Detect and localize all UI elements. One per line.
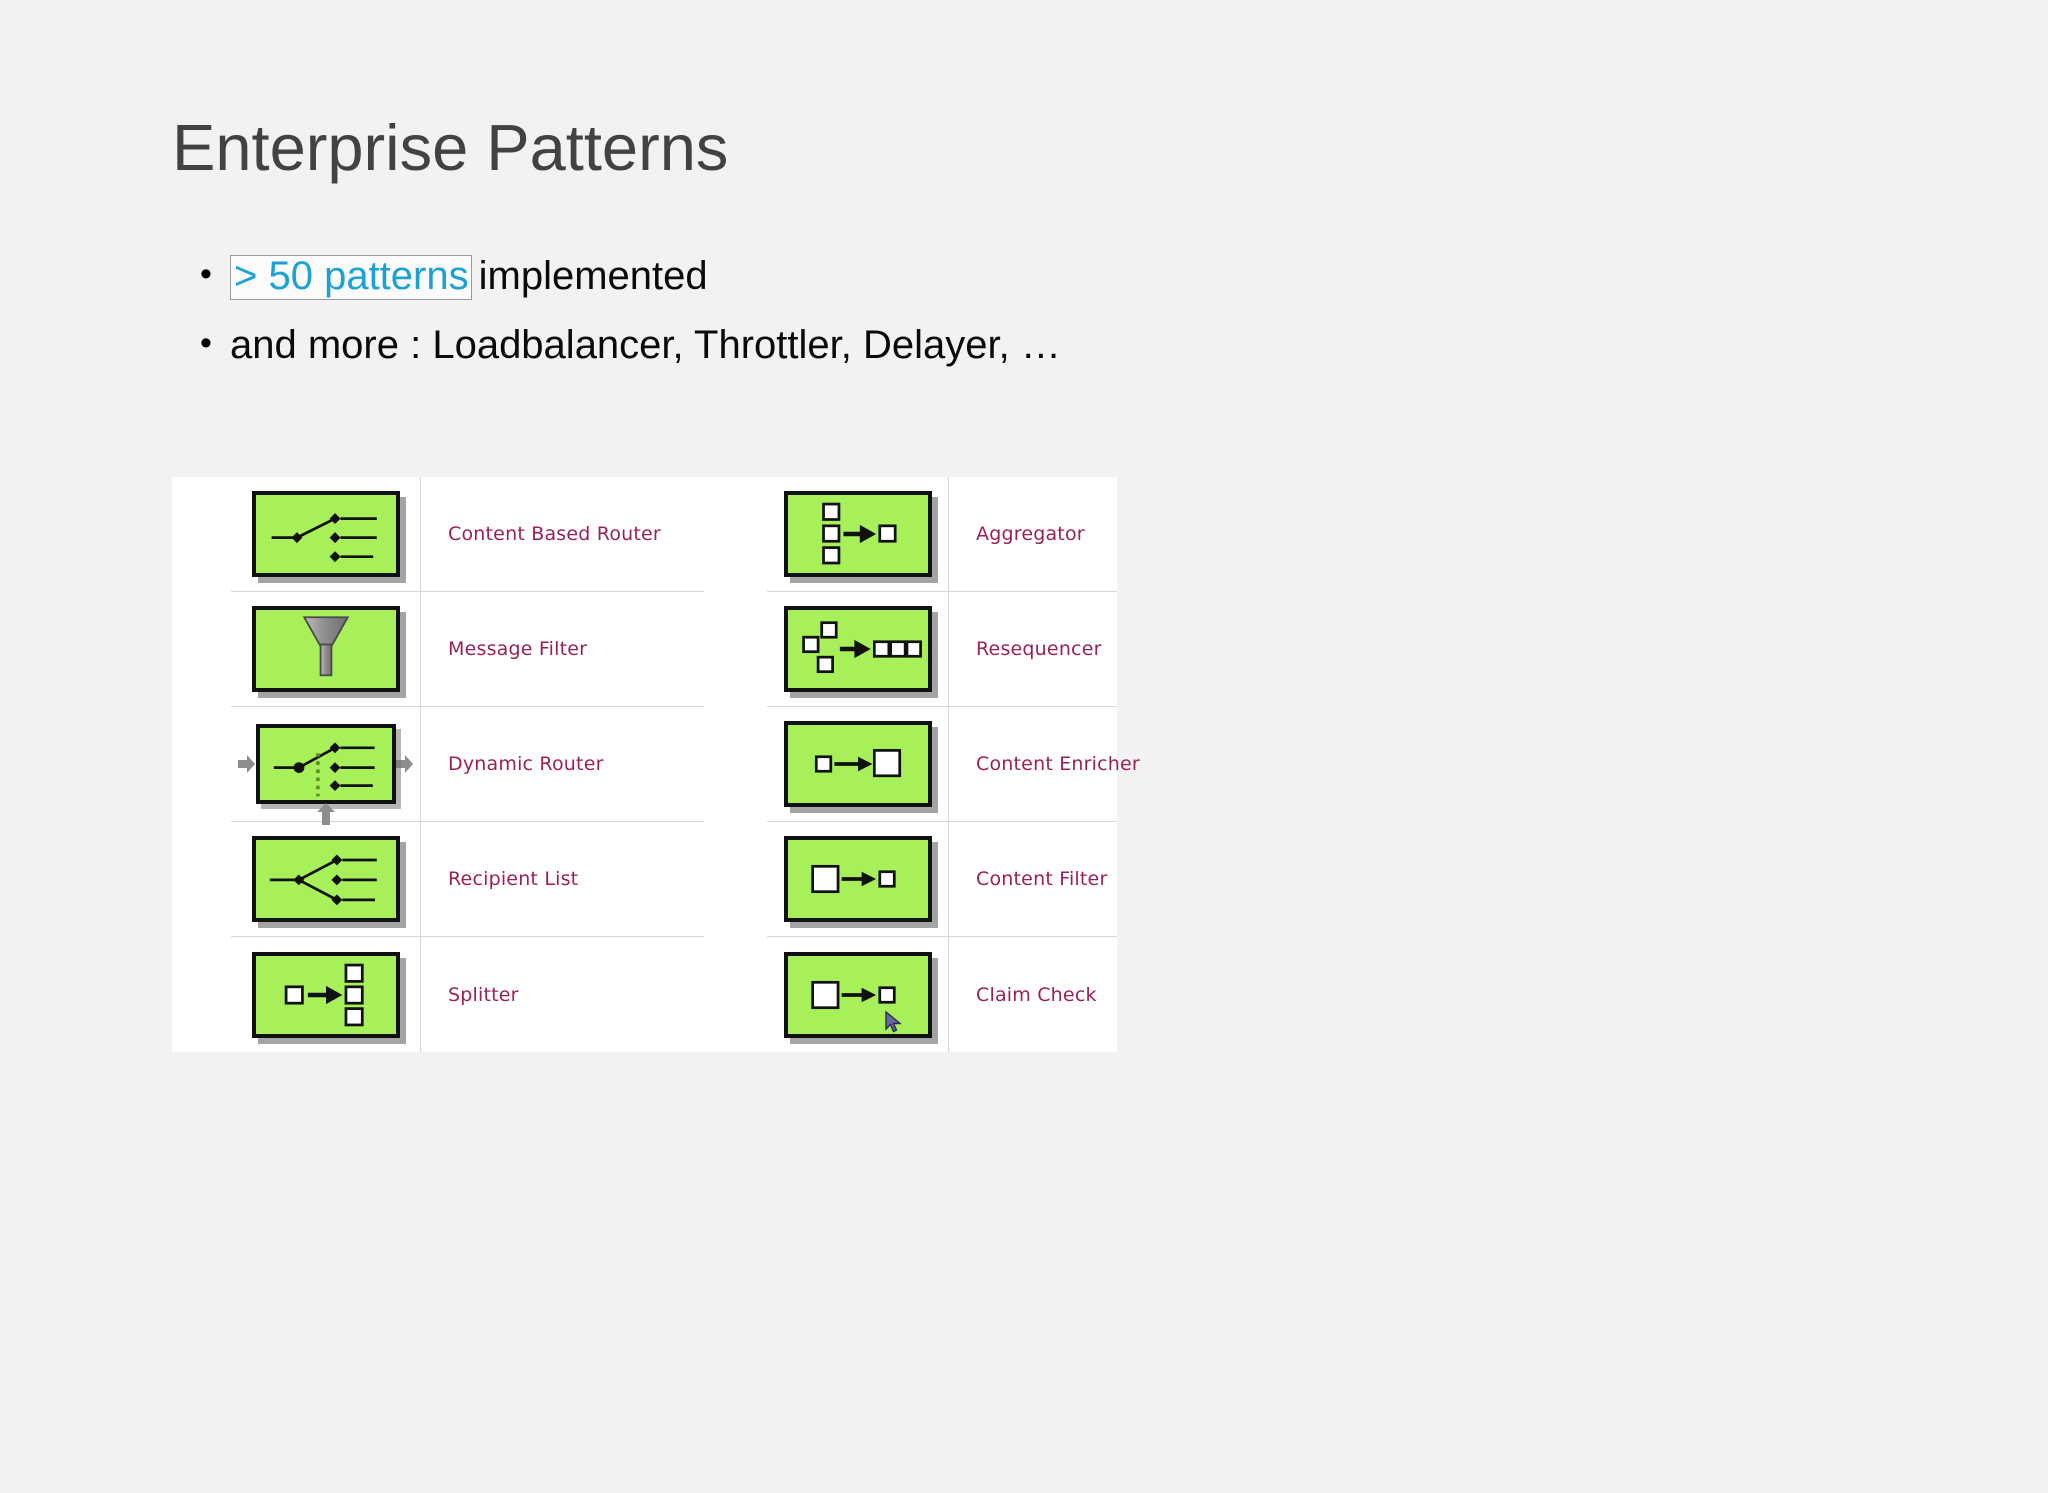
pattern-icon-cell <box>231 477 421 591</box>
pattern-icon-cell <box>767 477 949 591</box>
pattern-label: Content Based Router <box>448 523 661 545</box>
claim-check-group <box>783 951 932 1038</box>
pattern-label: Resequencer <box>976 638 1102 660</box>
table-row: Content Based Router <box>231 477 704 592</box>
table-row: Claim Check <box>767 937 1117 1052</box>
bullet-marker: • <box>200 324 212 363</box>
pattern-column-right: Aggregator <box>767 477 1140 1052</box>
resequencer-icon <box>783 606 932 692</box>
content-based-router-icon <box>251 491 400 577</box>
dynamic-router-group <box>237 724 414 825</box>
pattern-icon-cell <box>767 937 949 1052</box>
pattern-label: Dynamic Router <box>448 753 604 775</box>
pattern-icon-cell <box>231 937 421 1052</box>
message-filter-icon <box>251 606 400 692</box>
content-filter-icon <box>783 836 932 922</box>
table-row: Dynamic Router <box>231 707 704 825</box>
bullet-rest-text: implemented <box>478 254 708 298</box>
arrow-in-icon <box>237 755 255 773</box>
pattern-label-cell: Splitter <box>421 937 704 1052</box>
arrow-up-icon <box>316 803 335 825</box>
pattern-icon-cell <box>231 707 421 825</box>
pattern-label-cell: Aggregator <box>949 477 1117 591</box>
arrow-out-icon <box>395 755 413 773</box>
pattern-label-cell: Resequencer <box>949 592 1117 706</box>
pattern-label-cell: Dynamic Router <box>421 707 704 821</box>
pattern-icon-cell <box>767 707 949 821</box>
splitter-icon <box>251 951 400 1038</box>
pattern-label-cell: Recipient List <box>421 822 704 936</box>
pattern-label: Content Enricher <box>976 753 1140 775</box>
page-title: Enterprise Patterns <box>172 111 729 184</box>
pattern-icon-cell <box>231 822 421 936</box>
pattern-label-cell: Claim Check <box>949 937 1117 1052</box>
table-row: Message Filter <box>231 592 704 707</box>
table-row: Content Enricher <box>767 707 1140 822</box>
pattern-label: Aggregator <box>976 523 1085 545</box>
content-enricher-icon <box>783 721 932 807</box>
table-row: Splitter <box>231 937 704 1052</box>
patterns-link[interactable]: > 50 patterns <box>230 255 472 300</box>
pattern-label-cell: Content Based Router <box>421 477 704 591</box>
pattern-label: Content Filter <box>976 868 1108 890</box>
table-row: Content Filter <box>767 822 1117 937</box>
aggregator-icon <box>783 491 932 577</box>
pattern-icon-cell <box>767 592 949 706</box>
list-item: • and more : Loadbalancer, Throttler, De… <box>200 322 1500 369</box>
pattern-label: Splitter <box>448 983 519 1006</box>
pattern-column-left: Content Based Router <box>231 477 704 1052</box>
dynamic-router-icon <box>255 724 396 804</box>
pattern-label-cell: Content Enricher <box>949 707 1140 821</box>
pattern-label: Recipient List <box>448 868 579 890</box>
bullet-text: and more : Loadbalancer, Throttler, Dela… <box>230 323 1061 368</box>
pattern-label-cell: Message Filter <box>421 592 704 706</box>
bullet-marker: • <box>200 255 212 293</box>
pattern-table-figure: Content Based Router <box>172 477 1140 1052</box>
table-row: Resequencer <box>767 592 1117 707</box>
table-row: Recipient List <box>231 822 704 937</box>
pattern-label-cell: Content Filter <box>949 822 1117 936</box>
pattern-label: Message Filter <box>448 638 588 660</box>
claim-check-icon <box>783 951 932 1038</box>
table-row: Aggregator <box>767 477 1117 592</box>
pattern-icon-cell <box>767 822 949 936</box>
pattern-icon-cell <box>231 592 421 706</box>
recipient-list-icon <box>251 836 400 922</box>
pattern-label: Claim Check <box>976 983 1097 1006</box>
